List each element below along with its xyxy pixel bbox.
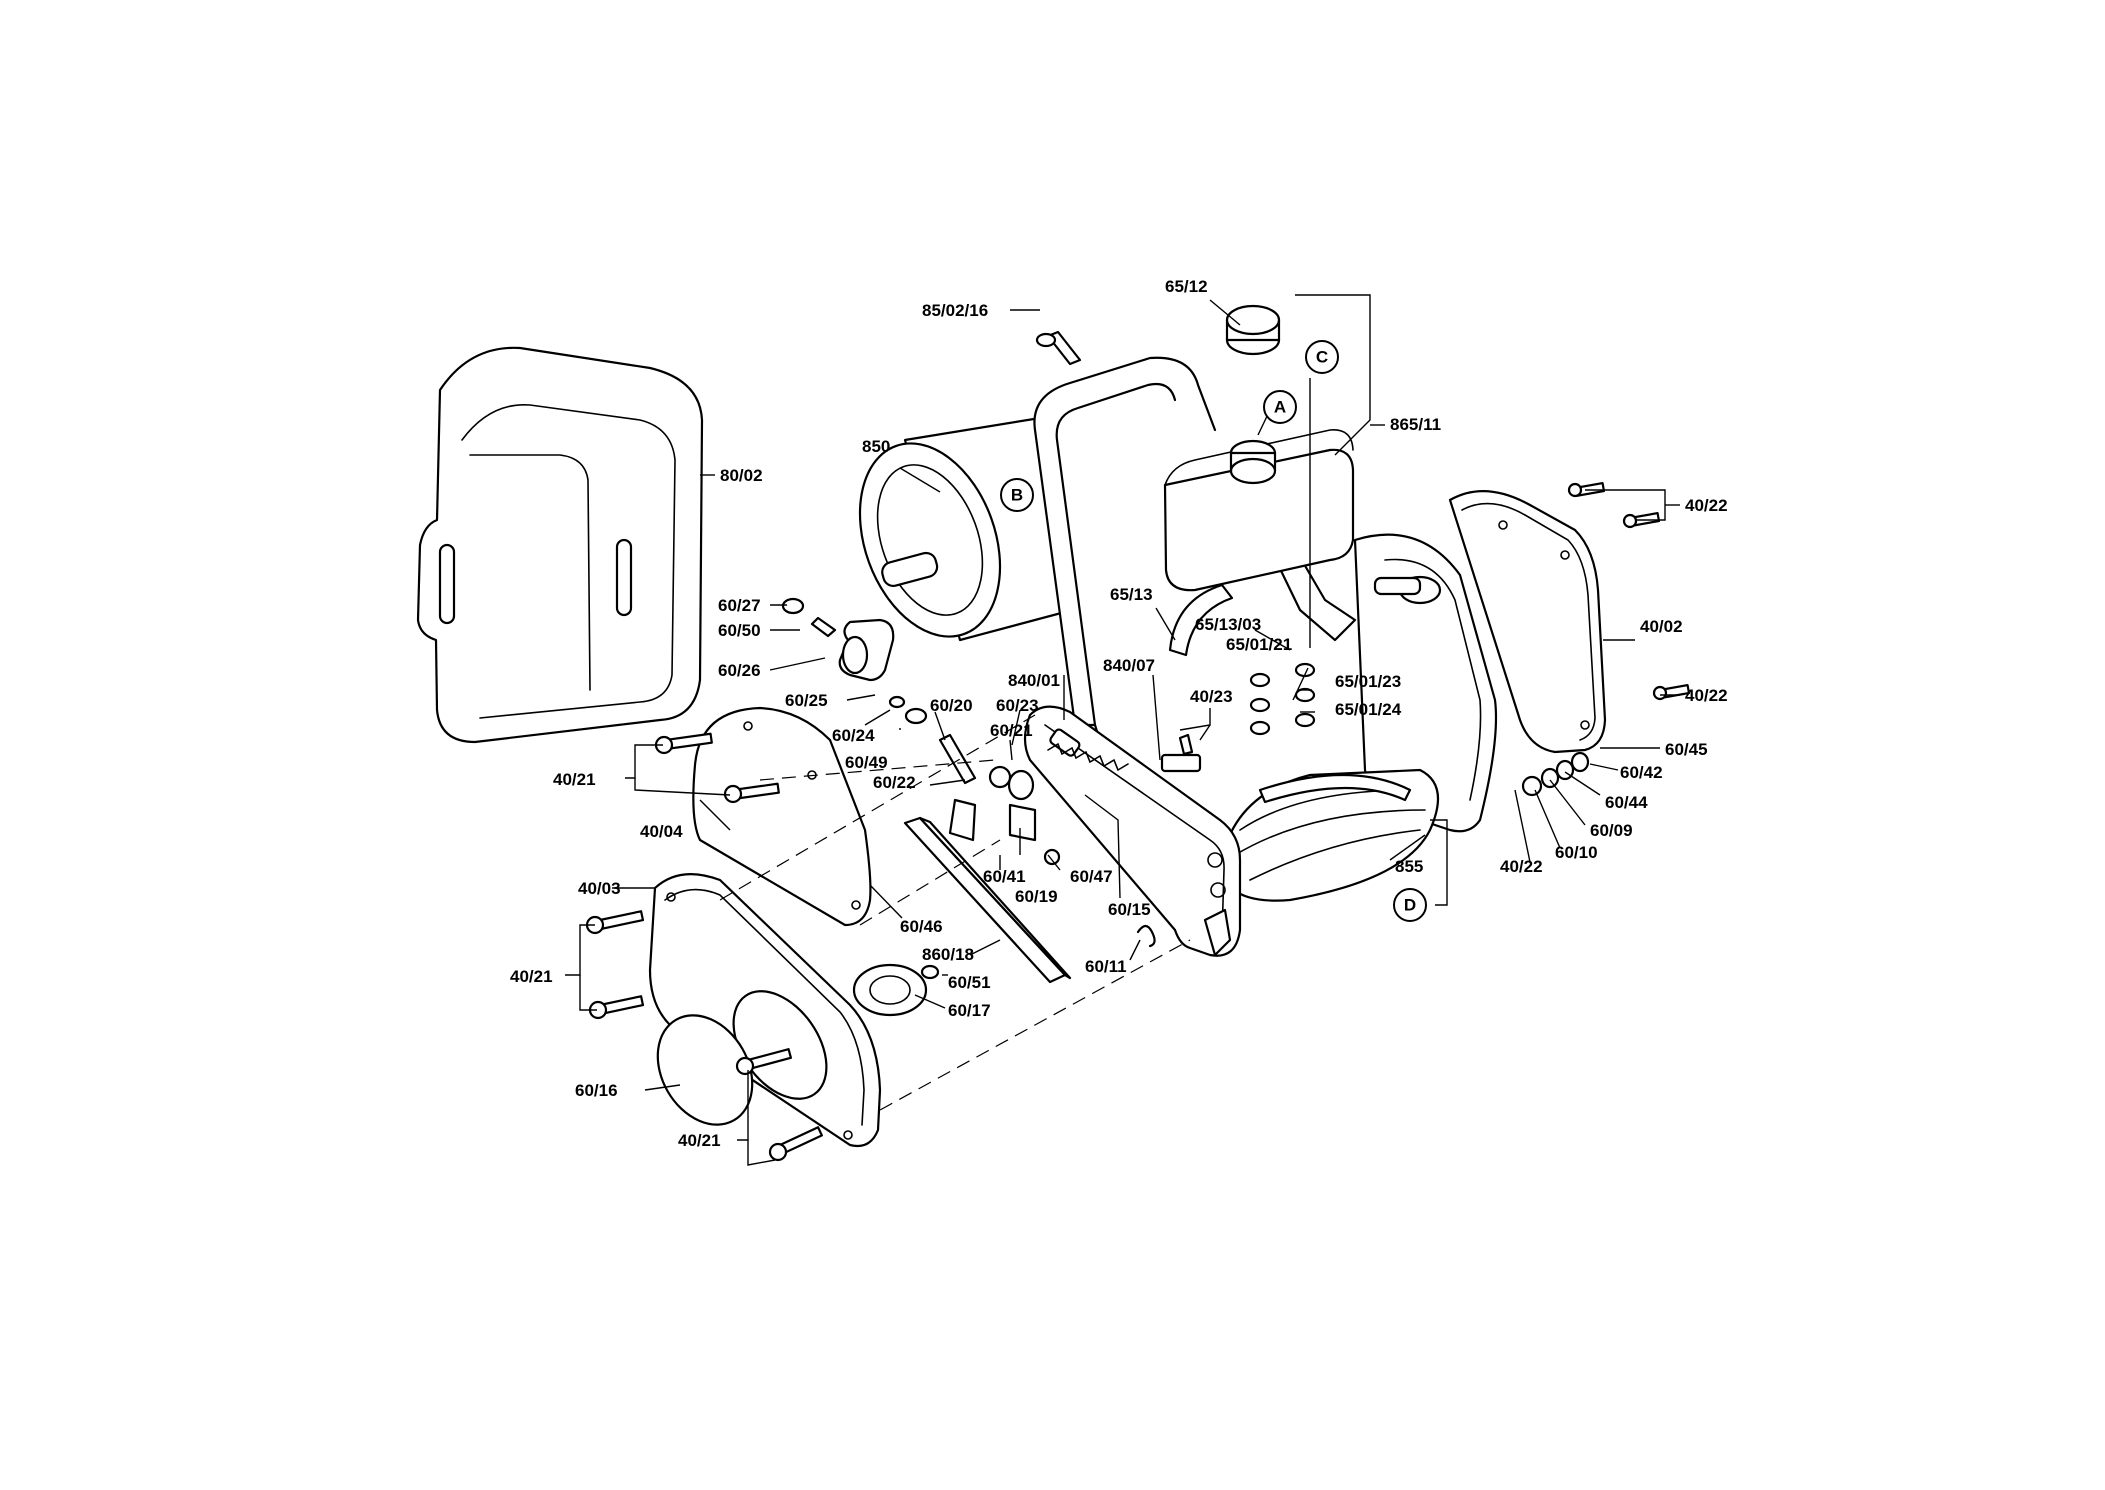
label-60-16: 60/16	[575, 1081, 618, 1100]
leader-lines	[565, 294, 1680, 1166]
label-60-22: 60/22	[873, 773, 916, 792]
inner-left-cover	[692, 706, 872, 927]
label-60-46: 60/46	[900, 917, 943, 936]
label-60-21: 60/21	[990, 721, 1033, 740]
label-40-02: 40/02	[1640, 617, 1683, 636]
label-40-22-c: 40/22	[1500, 857, 1543, 876]
label-60-47: 60/47	[1070, 867, 1113, 886]
svg-text:C: C	[1316, 348, 1328, 367]
callout-b: B	[1000, 478, 1034, 512]
label-60-49: 60/49	[845, 753, 888, 772]
label-60-11: 60/11	[1085, 957, 1127, 976]
label-40-03: 40/03	[578, 879, 621, 898]
washers-and-nuts	[888, 662, 1590, 980]
part-labels: 65/12 85/02/16 865/11 80/02 850 40/22 40…	[510, 277, 1728, 1150]
label-65-01-21: 65/01/21	[1226, 635, 1292, 654]
label-60-41: 60/41	[983, 867, 1026, 886]
svg-text:A: A	[1274, 398, 1286, 417]
label-65-01-23: 65/01/23	[1335, 672, 1401, 691]
label-855: 855	[1395, 857, 1423, 876]
right-cover	[1448, 490, 1607, 754]
label-60-42: 60/42	[1620, 763, 1663, 782]
label-840-01: 840/01	[1008, 671, 1060, 690]
label-65-13: 65/13	[1110, 585, 1153, 604]
svg-text:D: D	[1404, 896, 1416, 915]
label-65-01-24: 65/01/24	[1335, 700, 1402, 719]
label-40-21-a: 40/21	[553, 770, 596, 789]
label-60-44: 60/44	[1605, 793, 1648, 812]
label-840-07: 840/07	[1103, 656, 1155, 675]
callout-c: C	[1305, 340, 1339, 374]
label-865-11: 865/11	[1390, 415, 1441, 434]
spring	[1047, 742, 1129, 772]
label-60-23: 60/23	[996, 696, 1039, 715]
label-60-50: 60/50	[718, 621, 761, 640]
label-60-15: 60/15	[1108, 900, 1151, 919]
svg-text:B: B	[1011, 486, 1023, 505]
fuel-cap	[1225, 304, 1281, 356]
label-40-23: 40/23	[1190, 687, 1233, 706]
ring	[852, 963, 928, 1017]
label-60-17: 60/17	[948, 1001, 991, 1020]
label-65-12: 65/12	[1165, 277, 1208, 296]
label-40-22-a: 40/22	[1685, 496, 1728, 515]
right-side-housing	[1353, 533, 1498, 833]
alignment-lines	[719, 714, 1191, 1111]
label-60-45: 60/45	[1665, 740, 1708, 759]
cutting-cylinder	[1218, 768, 1440, 902]
bottom-blade-bar	[903, 816, 1072, 984]
callout-a: A	[1263, 390, 1297, 424]
label-60-26: 60/26	[718, 661, 761, 680]
label-60-09: 60/09	[1590, 821, 1633, 840]
label-60-24: 60/24	[832, 726, 875, 745]
label-60-20: 60/20	[930, 696, 973, 715]
label-40-22-b: 40/22	[1685, 686, 1728, 705]
label-80-02: 80/02	[720, 466, 763, 485]
label-85-02-16: 85/02/16	[922, 301, 988, 320]
label-60-25: 60/25	[785, 691, 828, 710]
cover-disc	[656, 1014, 754, 1126]
label-40-04: 40/04	[640, 822, 683, 841]
handle-frame	[1033, 356, 1357, 822]
outer-left-cover	[648, 873, 882, 1148]
label-60-27: 60/27	[718, 596, 761, 615]
label-60-51: 60/51	[948, 973, 991, 992]
fuel-tank	[1163, 429, 1355, 592]
adjuster-knob	[838, 618, 895, 682]
label-40-21-b: 40/21	[510, 967, 553, 986]
label-40-21-c: 40/21	[678, 1131, 721, 1150]
fuel-hose	[1168, 583, 1234, 657]
callout-d: D	[1393, 888, 1427, 922]
label-60-10: 60/10	[1555, 843, 1598, 862]
label-850: 850	[862, 437, 890, 456]
label-860-18: 860/18	[922, 945, 974, 964]
label-65-13-03: 65/13/03	[1195, 615, 1261, 634]
left-side-frame	[1023, 705, 1242, 957]
grass-box-cover	[416, 346, 704, 744]
label-60-19: 60/19	[1015, 887, 1058, 906]
